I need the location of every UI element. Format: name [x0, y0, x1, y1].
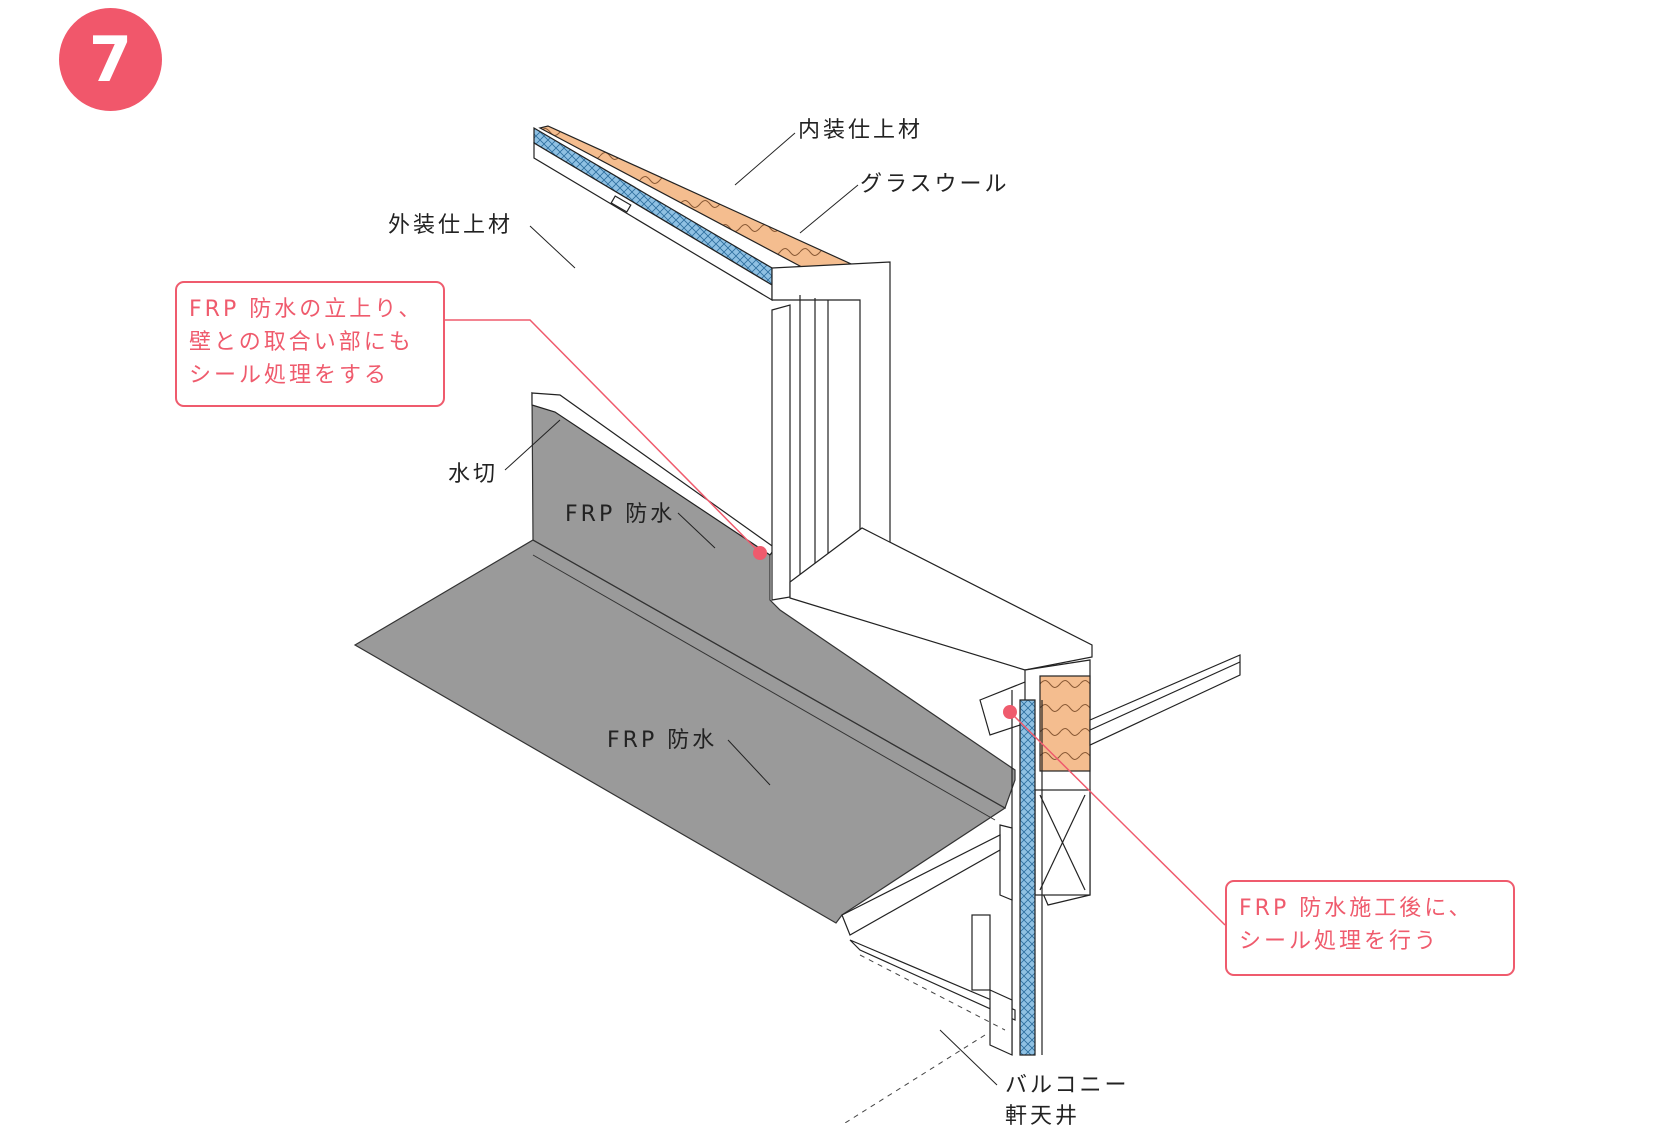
label-flashing: 水切 — [448, 462, 499, 487]
note-upper: FRP 防水の立上り、 壁との取合い部にも シール処理をする — [175, 281, 445, 407]
label-exterior-finish: 外装仕上材 — [388, 213, 514, 238]
sill-structure — [789, 527, 1241, 1056]
label-balcony-ceiling-2: 軒天井 — [1005, 1104, 1081, 1129]
label-glass-wool: グラスウール — [860, 172, 1010, 197]
note-leaders — [445, 319, 1226, 926]
note-lower-line-2: シール処理を行う — [1239, 929, 1440, 954]
frp-floor-line — [532, 554, 996, 821]
seal-point-lower — [1003, 705, 1017, 719]
balcony-ceiling-outline — [844, 954, 1006, 1123]
leader-lines — [504, 132, 998, 1086]
label-frp-floor: FRP 防水 — [607, 728, 718, 753]
label-balcony-ceiling-1: バルコニー — [1005, 1073, 1130, 1098]
frp-floor-surface — [353, 539, 1007, 924]
note-lower: FRP 防水施工後に、 シール処理を行う — [1225, 880, 1515, 976]
note-upper-line-2: 壁との取合い部にも — [189, 330, 414, 355]
note-upper-line-3: シール処理をする — [189, 363, 390, 388]
note-lower-line-1: FRP 防水施工後に、 — [1239, 896, 1474, 921]
note-upper-line-1: FRP 防水の立上り、 — [189, 297, 424, 322]
label-interior-finish: 内装仕上材 — [798, 118, 924, 143]
step-badge: 7 — [59, 8, 162, 111]
frp-corner-line — [532, 539, 1006, 809]
flashing-strip — [531, 392, 776, 556]
seal-point-upper — [753, 546, 767, 560]
label-frp-wall: FRP 防水 — [565, 502, 676, 527]
